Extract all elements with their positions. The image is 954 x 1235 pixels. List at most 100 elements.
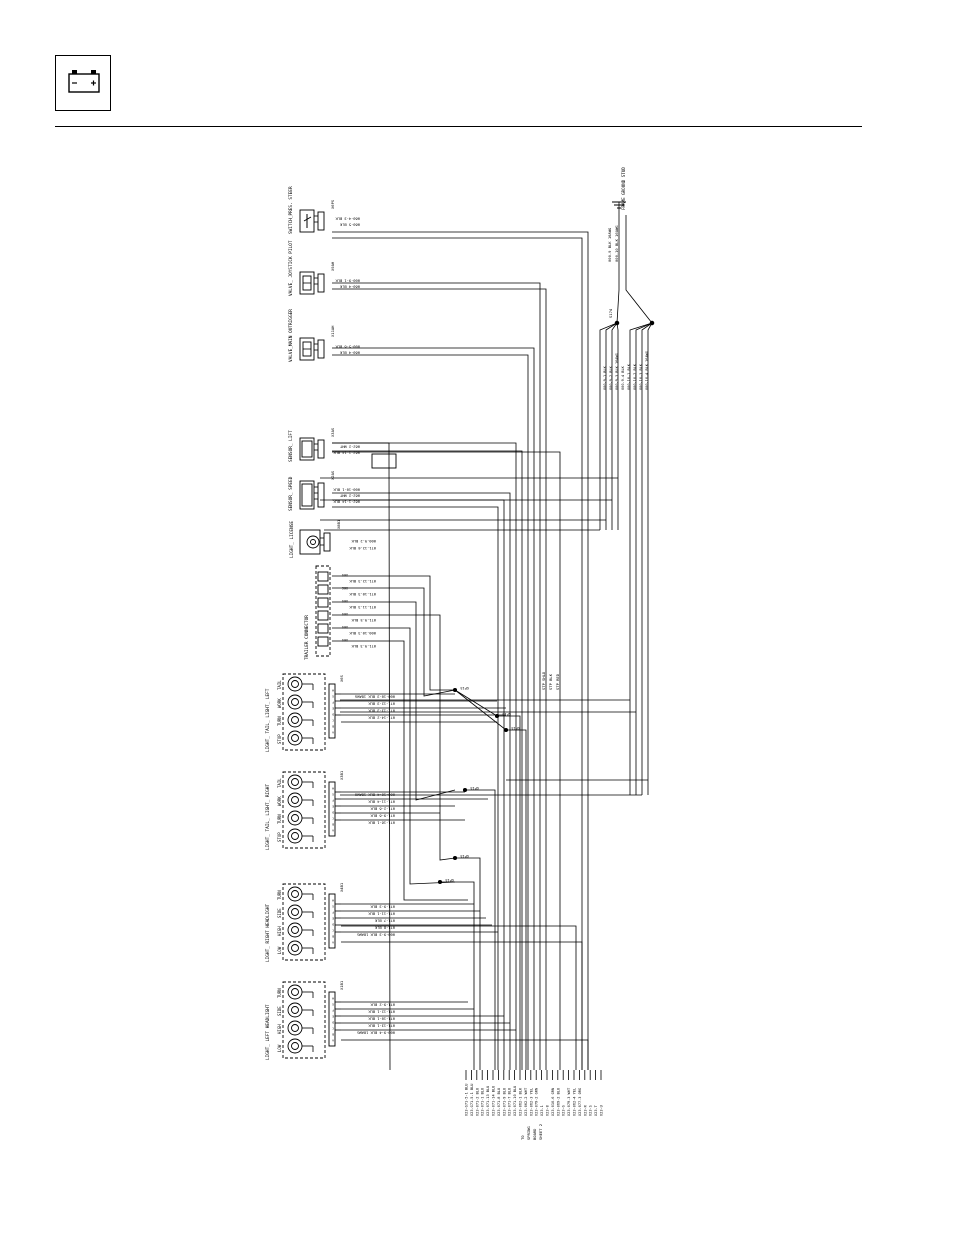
pin-letter: E — [332, 917, 334, 921]
lift-sensor-body — [299, 437, 315, 461]
wire-label: 071-10-1 BLK — [368, 1017, 395, 1021]
wire — [599, 322, 618, 530]
stp-label: STP SHLD — [541, 671, 546, 690]
pin-letter: G — [332, 793, 334, 797]
component-tail-left — [282, 673, 341, 751]
connector-label: X6S — [342, 599, 348, 603]
X6S-connector — [328, 683, 336, 739]
bottom-wire-label: X23-071-13 BLU — [486, 1086, 490, 1116]
wire — [341, 1039, 589, 1070]
license-light-body — [299, 529, 321, 555]
lamp-label: STOP — [277, 832, 282, 842]
wire — [611, 322, 618, 530]
bottom-wire-label: X23-062-4 YEL — [573, 1088, 577, 1116]
stp-shield-box — [371, 453, 397, 469]
wire — [332, 587, 456, 697]
wire — [332, 506, 499, 1070]
wire-label: 071-9-3 BLK — [370, 905, 395, 909]
pin-letter: H — [332, 997, 334, 1001]
trailer-pin — [317, 571, 329, 582]
lamp-label: TAIL — [277, 680, 282, 690]
lamp-label: SIDE — [277, 908, 282, 918]
lamp-label: TURN — [277, 890, 282, 900]
wire-label: 000-10-3 BLK — [349, 631, 376, 635]
ground-bus-label: 000-9-3 BLK 16AWG — [615, 353, 619, 390]
lamp-core — [291, 778, 299, 786]
sensor-body — [301, 440, 313, 458]
sensor-body — [301, 483, 313, 507]
wire-label: 071-11-1 BLK — [368, 912, 395, 916]
bottom-wire-label: X23-010-6 GRN — [551, 1088, 555, 1116]
lamp-core — [291, 926, 299, 934]
bottom-wire-label: X23-071-9 BLU — [502, 1088, 506, 1116]
pin-letter: B — [332, 823, 334, 827]
lamp-work — [287, 792, 303, 808]
splice-node — [494, 713, 500, 719]
lamp-core — [291, 698, 299, 706]
lamp-label: TURN — [277, 716, 282, 726]
lamp-turn — [287, 712, 303, 728]
splice-node — [452, 855, 458, 861]
wire — [647, 322, 653, 795]
pin-letter: H — [332, 689, 334, 693]
bottom-wire-label: X23-062-1 BLK — [519, 1087, 523, 1116]
pin-letter: A — [332, 829, 334, 833]
ground-splice-label: S174 — [608, 308, 613, 318]
lamp-label: STOP — [277, 734, 282, 744]
ground-label: FRAME GROUND STUD — [621, 167, 626, 210]
lamp-stop — [287, 730, 303, 746]
wire — [616, 215, 620, 324]
component-outrigger-valve — [299, 337, 325, 361]
wire — [332, 640, 468, 901]
wire-label: 060-4 BLK — [339, 351, 360, 355]
ground-bus-label: 000-10-2 BLK — [633, 363, 637, 390]
pin-letter: D — [332, 811, 334, 815]
tail-right-housing — [282, 771, 326, 849]
ground-bus-label: 000-10-1 BLK — [627, 363, 631, 390]
trailer-pin — [317, 636, 329, 647]
pin-letter: D — [332, 713, 334, 717]
wire — [332, 614, 456, 861]
components-layer — [282, 201, 655, 1059]
trailer-pin — [317, 623, 329, 634]
lamp-high — [287, 1020, 303, 1036]
ground-splice-dot — [649, 320, 655, 326]
bottom-wire-label: X23-071-8 BLU — [497, 1088, 501, 1116]
lamp-label: TURN — [277, 988, 282, 998]
pin-letter: B — [332, 1033, 334, 1037]
speed-sensor-label: SENSOR_ SPEED — [288, 476, 294, 511]
wire — [341, 941, 583, 1070]
bottom-wire-label: X23-079-3 WHT — [567, 1087, 571, 1116]
lamp-label: HIGH — [277, 926, 282, 936]
X3AS-connector — [317, 439, 325, 459]
bottom-wire-label: X23-069-2 BLU — [556, 1088, 560, 1116]
pin-letter: F — [332, 799, 334, 803]
wire — [454, 689, 527, 1070]
pin-letter: C — [332, 817, 334, 821]
bottom-wire-label: X23-R — [583, 1104, 587, 1116]
X11AH-label: X11AH — [330, 325, 335, 337]
wire — [332, 347, 535, 1070]
pin-letter: A — [332, 1039, 334, 1043]
wire — [440, 881, 475, 1070]
wire-label: 071-12-6 BLK — [349, 546, 376, 550]
component-trailer-connector — [315, 565, 331, 657]
X11AH-connector — [317, 339, 325, 359]
wire-label: 071-13-1 BLK — [368, 1024, 395, 1028]
X2AS-label: X2AS — [330, 470, 335, 480]
lamp-label: TURN — [277, 814, 282, 824]
pin-letter: H — [332, 787, 334, 791]
ground-wire-label: 000-9 BLK 16AWG — [607, 227, 612, 262]
wire-label: 062-2 WHT — [339, 494, 360, 498]
splice-node — [503, 727, 509, 733]
splice-label: SP15 — [511, 726, 520, 730]
wire-label: 071-9-2 BLK — [370, 1003, 395, 1007]
wire-label: 071-9-5 BLK — [351, 618, 376, 622]
pin-letter: G — [332, 905, 334, 909]
wire-label: 071-12-1 BLK — [368, 1010, 395, 1014]
wire-label: 071-9-3 BLK — [351, 644, 376, 648]
wire-label: 071-11-3 BLK — [349, 605, 376, 609]
wire-label: 060-4 BLK — [339, 285, 360, 289]
bottom-caption: BOARD — [532, 1128, 537, 1140]
